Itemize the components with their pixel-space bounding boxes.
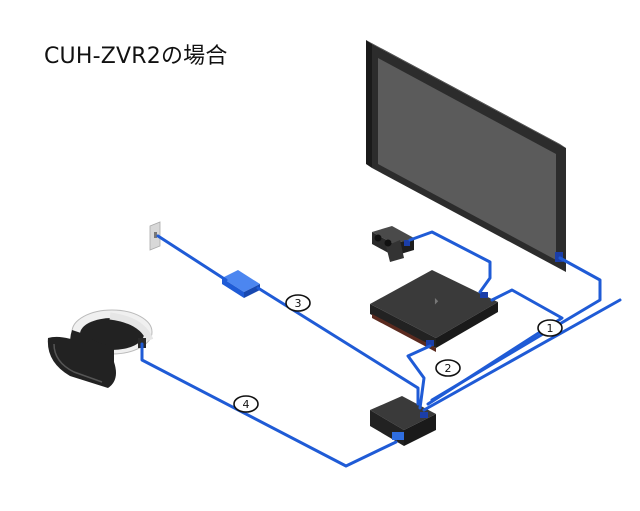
callout-2: 2 bbox=[435, 359, 461, 377]
callout-3: 3 bbox=[285, 294, 311, 312]
tv-icon bbox=[366, 40, 566, 272]
cable-camera bbox=[408, 230, 492, 294]
cable-2 bbox=[406, 344, 432, 410]
cable-3-adapter bbox=[156, 234, 420, 406]
cable-4-headset bbox=[140, 342, 398, 468]
cable-processor-to-ps4 bbox=[426, 288, 564, 406]
callout-1: 1 bbox=[537, 319, 563, 337]
callout-3-label: 3 bbox=[295, 297, 302, 310]
cable-tv bbox=[430, 256, 602, 402]
callout-4: 4 bbox=[233, 395, 259, 413]
ps4-console-icon: ⏵ bbox=[370, 270, 498, 352]
diagram-title: CUH-ZVR2の場合 bbox=[44, 44, 228, 69]
vr-headset-icon bbox=[47, 309, 154, 388]
ac-adapter-icon bbox=[222, 270, 260, 298]
ps-logo-icon: ⏵ bbox=[434, 297, 439, 307]
callout-2-label: 2 bbox=[445, 362, 452, 375]
cable-processor-out bbox=[422, 298, 622, 412]
callout-1-label: 1 bbox=[547, 322, 554, 335]
callout-4-label: 4 bbox=[243, 398, 250, 411]
cables bbox=[140, 230, 622, 468]
wall-outlet-icon bbox=[149, 221, 161, 251]
processor-unit-icon bbox=[370, 396, 436, 446]
ps-camera-icon bbox=[372, 226, 414, 262]
